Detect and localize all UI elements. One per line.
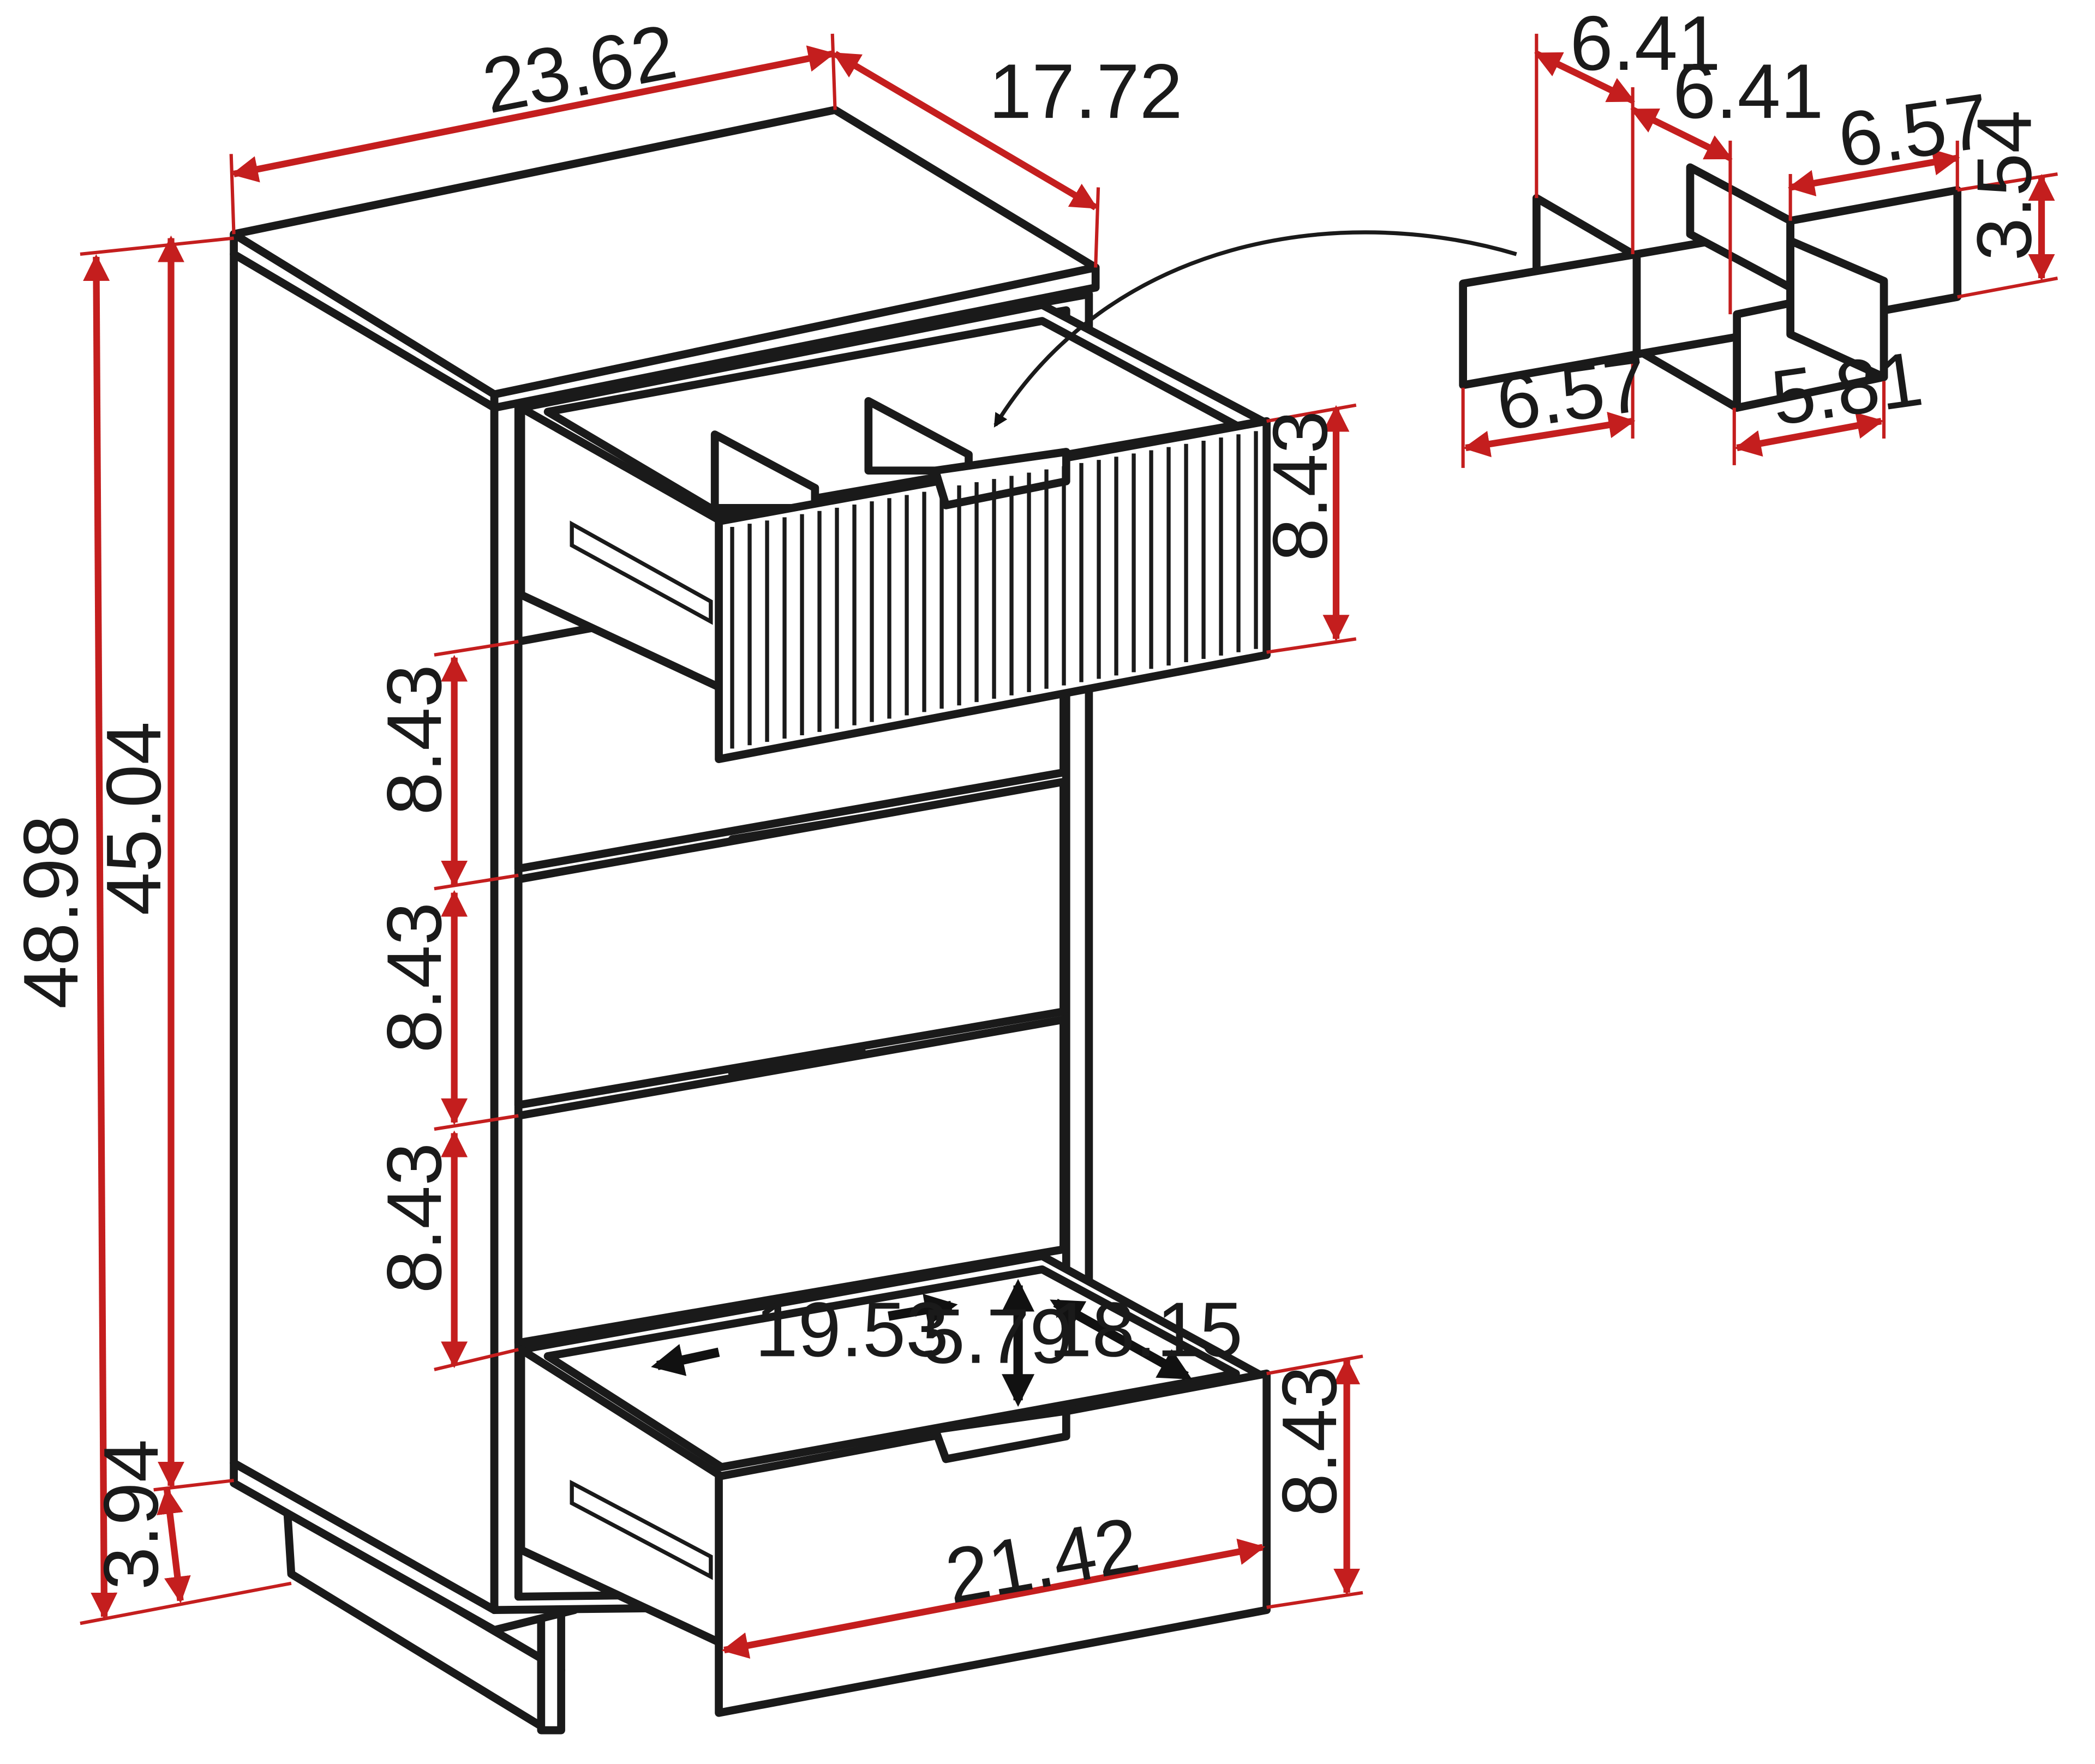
leg-height-line [157, 1487, 191, 1604]
drawer-4-front [514, 1015, 1068, 1347]
total-height-line [83, 254, 118, 1619]
drawer-4-height-label: 8.43 [371, 1143, 458, 1293]
divider-d4-label: 3.54 [1961, 110, 2048, 261]
dimension-lines: 23.62 17.72 48.98 45.04 3.94 8.43 8.43 8… [8, 0, 2058, 1659]
divider-d5-line [1463, 411, 1636, 458]
divider-d3-line [1787, 149, 1960, 197]
inner-height-label: 5.79 [922, 1293, 1073, 1380]
divider-d2-label: 6.41 [1673, 48, 1823, 135]
inner-depth-label: 18.15 [1049, 1286, 1242, 1373]
top-width-line [231, 45, 835, 183]
drawer-5-height-label: 8.43 [1266, 1366, 1353, 1516]
inner-depth-arrow [1050, 1298, 1193, 1381]
divider-d2-line [1630, 106, 1733, 161]
top-depth-line [833, 51, 1098, 211]
leg-height-label: 3.94 [88, 1439, 175, 1590]
total-height-label: 48.98 [8, 815, 94, 1009]
inner-width-label: 19.53 [755, 1286, 949, 1373]
divider-d6-line [1734, 412, 1884, 457]
detail-pointer-arrow [993, 230, 1517, 428]
divider-d5-label: 6.57 [1491, 340, 1653, 447]
inner-width-arrow-left [651, 1344, 720, 1376]
divider-d6-label: 5.81 [1766, 335, 1928, 442]
top-depth-label: 17.72 [989, 48, 1182, 135]
top-open-drawer [517, 301, 1271, 764]
drawer-3-height-label: 8.43 [371, 902, 458, 1053]
divider-insert-detail [1459, 163, 1962, 412]
divider-d3-label: 6.57 [1833, 77, 1995, 184]
top-drawer-flutes [730, 431, 1258, 749]
top-width-label: 23.62 [476, 8, 683, 130]
divider-d1-line [1534, 51, 1636, 104]
front-leg [537, 1599, 565, 1735]
body-height-label: 45.04 [91, 722, 177, 915]
divider-d1-label: 6.41 [1570, 0, 1721, 87]
bottom-drawer-slide [570, 1479, 713, 1580]
bottom-drawer-handle [931, 1407, 1070, 1463]
drawer-front-width-line [721, 1538, 1266, 1659]
drawer-2-height-label: 8.43 [371, 664, 458, 815]
top-slab-edge [490, 263, 1100, 412]
top-drawer-slide [570, 520, 713, 625]
divider-panel-cross [1786, 237, 1888, 381]
drawer-3-front [514, 777, 1068, 1109]
inner-width-arrow-right [888, 1293, 958, 1326]
drawer-1-height-label: 8.43 [1257, 411, 1344, 561]
